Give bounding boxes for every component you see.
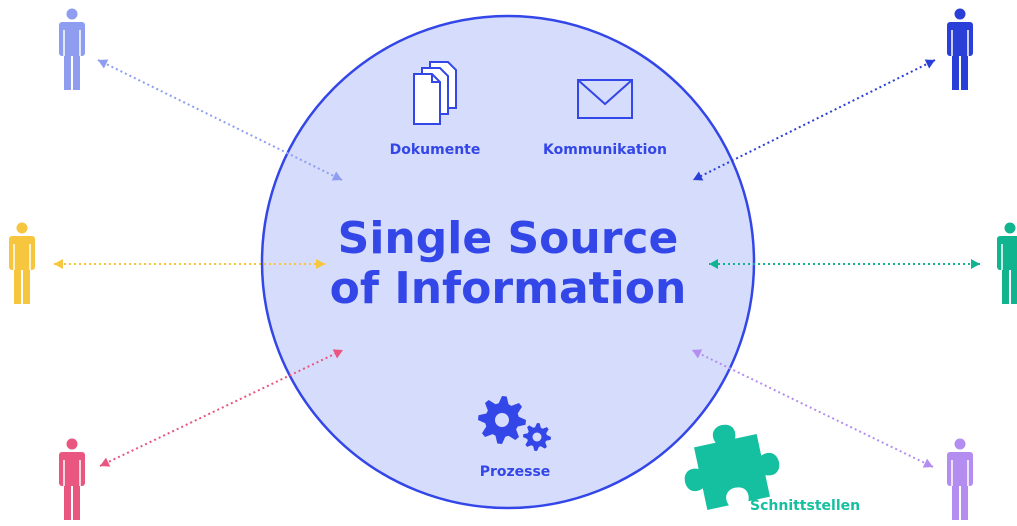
arrowhead-top-left-start [98, 59, 109, 69]
person-icon-top-right [947, 8, 973, 90]
arrowhead-top-left-end [331, 171, 342, 181]
arrowhead-mid-left-end [316, 259, 325, 269]
arrowhead-top-right-end [693, 171, 704, 181]
arrowhead-top-right-start [924, 59, 935, 69]
interfaces-label: Schnittstellen [750, 498, 861, 514]
people-layer [9, 8, 1017, 520]
person-icon-bottom-left [59, 438, 85, 520]
arrowhead-bottom-right-start [922, 458, 933, 468]
documents-icon [413, 61, 457, 125]
arrowhead-bottom-left-end [332, 349, 343, 359]
central-circle [260, 14, 756, 510]
arrowhead-mid-left-start [54, 259, 63, 269]
puzzle-piece-icon [684, 424, 780, 510]
gears-icon [478, 396, 551, 451]
small-gear-hole [532, 432, 542, 442]
processes-label: Prozesse [479, 464, 551, 480]
communication-label: Kommunikation [543, 142, 667, 158]
person-icon-mid-left [9, 222, 35, 304]
large-gear-hole [495, 413, 509, 427]
person-icon-top-left [59, 8, 85, 90]
person-icon-mid-right [997, 222, 1017, 304]
title-line-2: of Information [329, 263, 687, 314]
arrowhead-bottom-right-end [692, 349, 703, 359]
envelope-icon [577, 79, 633, 119]
title-line-1: Single Source [337, 213, 679, 264]
arrow-top-left [97, 59, 343, 181]
arrowhead-mid-right-start [971, 259, 980, 269]
connection-arrows [54, 59, 980, 468]
documents-label: Dokumente [389, 142, 481, 158]
arrowhead-bottom-left-start [100, 457, 111, 467]
arrow-top-right [692, 59, 936, 181]
arrowhead-mid-right-end [709, 259, 718, 269]
person-icon-bottom-right [947, 438, 973, 520]
